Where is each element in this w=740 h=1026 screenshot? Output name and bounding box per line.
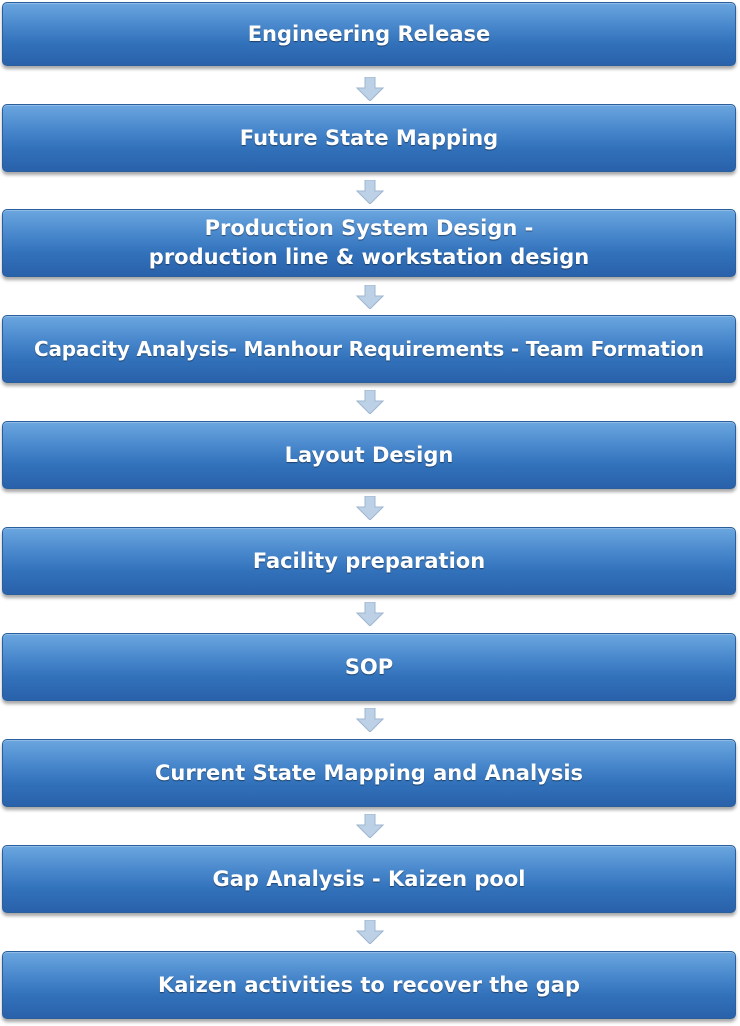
down-arrow-icon [356,496,384,520]
step-current-state-mapping: Current State Mapping and Analysis [2,739,736,807]
step-facility-preparation: Facility preparation [2,527,736,595]
down-arrow-icon [356,180,384,204]
down-arrow-icon [356,602,384,626]
step-layout-design: Layout Design [2,421,736,489]
down-arrow-icon [356,920,384,944]
down-arrow-icon [356,285,384,309]
down-arrow-icon [356,390,384,414]
step-sop: SOP [2,633,736,701]
step-engineering-release: Engineering Release [2,2,736,66]
step-gap-analysis: Gap Analysis - Kaizen pool [2,845,736,913]
step-production-system-design: Production System Design - production li… [2,209,736,277]
down-arrow-icon [356,77,384,101]
step-future-state-mapping: Future State Mapping [2,104,736,172]
down-arrow-icon [356,708,384,732]
step-kaizen-activities: Kaizen activities to recover the gap [2,951,736,1019]
down-arrow-icon [356,814,384,838]
step-capacity-analysis: Capacity Analysis- Manhour Requirements … [2,315,736,383]
